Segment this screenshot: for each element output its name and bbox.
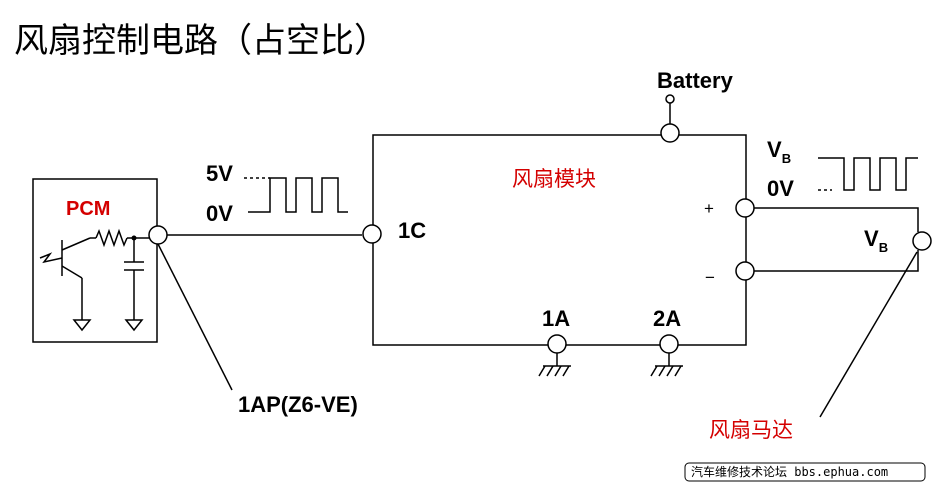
minus-sign: − <box>705 268 715 287</box>
watermark-box <box>684 462 926 482</box>
pcm-label: PCM <box>66 198 110 220</box>
motor-leader <box>819 251 918 418</box>
output-pin-minus <box>735 261 755 281</box>
motor-terminal <box>912 231 932 251</box>
battery-pin <box>660 123 680 143</box>
pin-1a-label: 1A <box>542 306 570 331</box>
motor-wire-minus <box>754 250 919 272</box>
pcm-pin-label: 1AP(Z6-VE) <box>238 392 358 417</box>
ground-symbol-1 <box>72 319 92 332</box>
battery-label: Battery <box>657 68 734 93</box>
pcm-box <box>32 178 158 343</box>
output-high-label: VB <box>767 137 791 166</box>
motor-voltage-label: VB <box>864 226 888 255</box>
output-low-label: 0V <box>767 176 794 201</box>
plus-sign: + <box>704 199 714 218</box>
signal-high-label: 5V <box>206 161 233 186</box>
fan-module-label: 风扇模块 <box>512 167 596 191</box>
pcm-pin-leader <box>157 243 233 391</box>
ground-symbol-2 <box>124 319 144 332</box>
transistor-collector <box>61 237 91 251</box>
resistor <box>95 228 128 248</box>
ground-pin-2a: 2A <box>650 306 683 377</box>
transistor-emitter <box>61 265 83 279</box>
motor-label: 风扇马达 <box>709 418 793 442</box>
output-pin-plus <box>735 198 755 218</box>
motor-wire-plus <box>754 207 919 232</box>
pin-1c-label: 1C <box>398 218 426 243</box>
pwm-waveform-output <box>818 157 918 191</box>
transistor-base-lead <box>39 252 63 264</box>
ground-pin-1a: 1A <box>538 306 571 377</box>
pin-2a-label: 2A <box>653 306 681 331</box>
pwm-waveform-input <box>248 177 348 213</box>
signal-low-label: 0V <box>206 201 233 226</box>
battery-terminal-dot <box>665 94 675 104</box>
pcm-internal-circuit <box>39 228 149 332</box>
pin-1c <box>362 224 382 244</box>
watermark-text: 汽车维修技术论坛 bbs.ephua.com <box>691 464 888 479</box>
pcm-output-pin <box>148 225 168 245</box>
page-title: 风扇控制电路（占空比） <box>14 21 388 61</box>
